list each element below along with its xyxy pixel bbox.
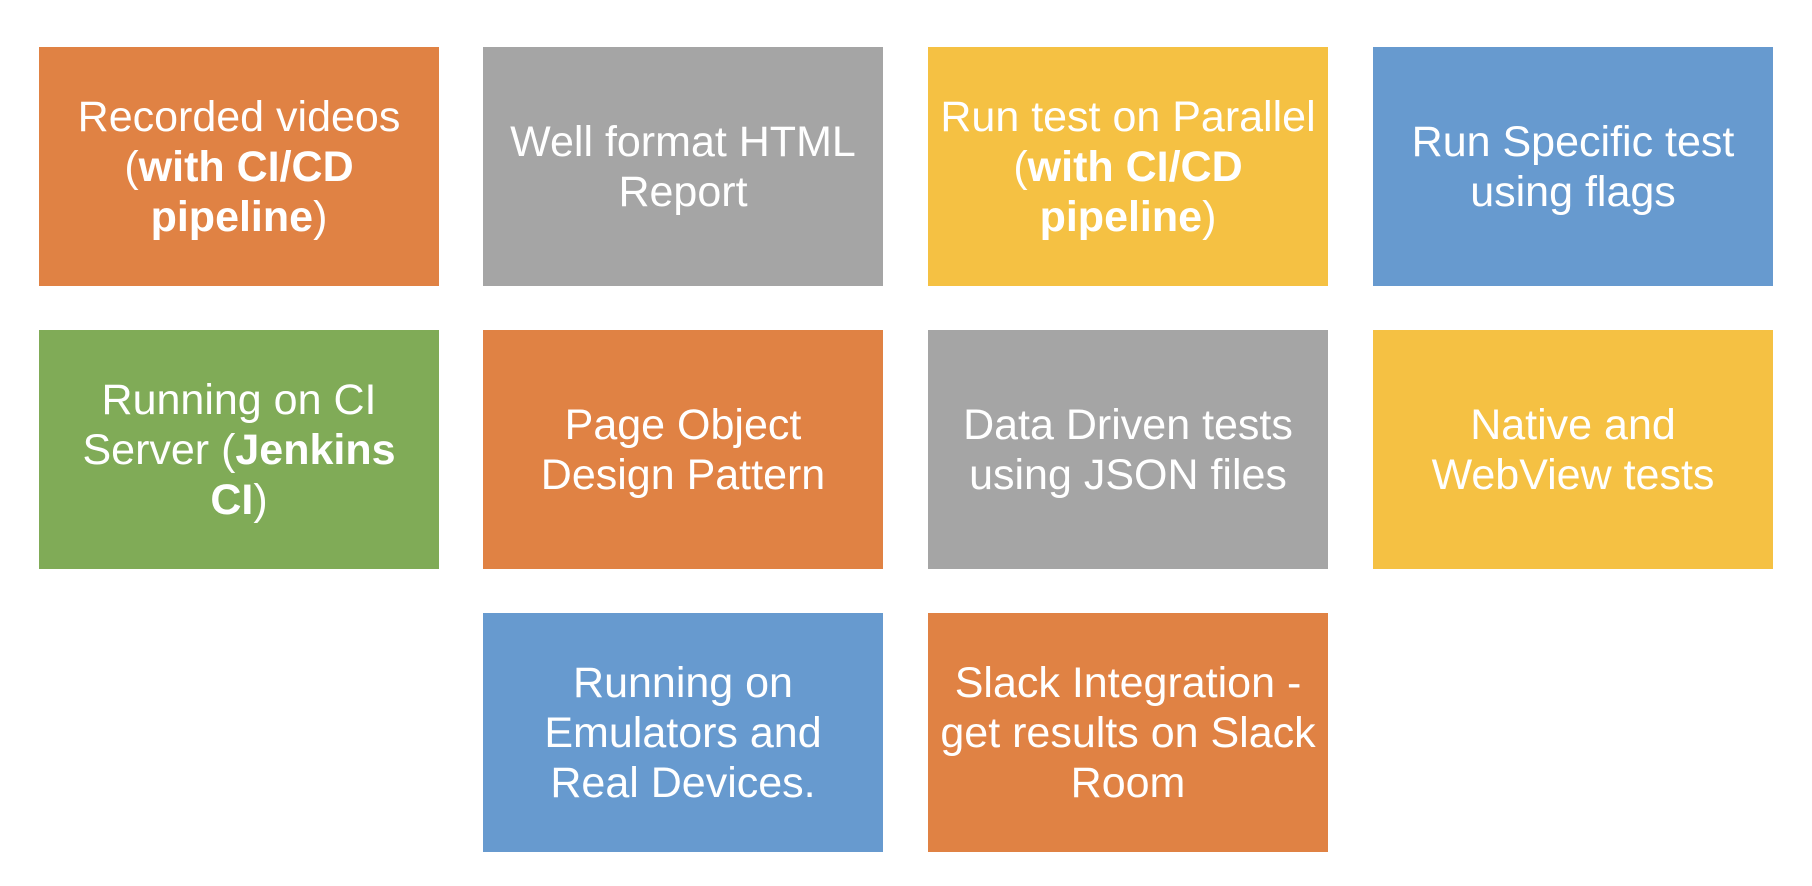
- tile-text: Run test on Parallel (with CI/CD pipelin…: [940, 92, 1316, 241]
- tile-text: Run Specific test using flags: [1411, 117, 1735, 216]
- feature-tile-native-webview: Native and WebView tests: [1373, 330, 1773, 569]
- feature-tile-recorded-videos: Recorded videos (with CI/CD pipeline): [39, 47, 439, 286]
- tile-text: Slack Integration - get results on Slack…: [940, 658, 1316, 807]
- feature-tile-slack-integration: Slack Integration - get results on Slack…: [928, 613, 1328, 852]
- feature-tile-data-driven: Data Driven tests using JSON files: [928, 330, 1328, 569]
- tile-text: Recorded videos (with CI/CD pipeline): [77, 92, 401, 241]
- feature-tile-ci-server: Running on CI Server (Jenkins CI): [39, 330, 439, 569]
- tile-text: Page Object Design Pattern: [540, 400, 826, 499]
- feature-tile-page-object: Page Object Design Pattern: [483, 330, 883, 569]
- feature-tile-parallel-tests: Run test on Parallel (with CI/CD pipelin…: [928, 47, 1328, 286]
- tile-text: Well format HTML Report: [510, 117, 856, 216]
- feature-tile-html-report: Well format HTML Report: [483, 47, 883, 286]
- tile-text: Data Driven tests using JSON files: [963, 400, 1293, 499]
- tile-text: Running on CI Server (Jenkins CI): [82, 375, 396, 524]
- tile-text: Native and WebView tests: [1431, 400, 1715, 499]
- feature-tile-emulators-devices: Running on Emulators and Real Devices.: [483, 613, 883, 852]
- feature-tile-specific-tests-flags: Run Specific test using flags: [1373, 47, 1773, 286]
- tile-text: Running on Emulators and Real Devices.: [544, 658, 822, 807]
